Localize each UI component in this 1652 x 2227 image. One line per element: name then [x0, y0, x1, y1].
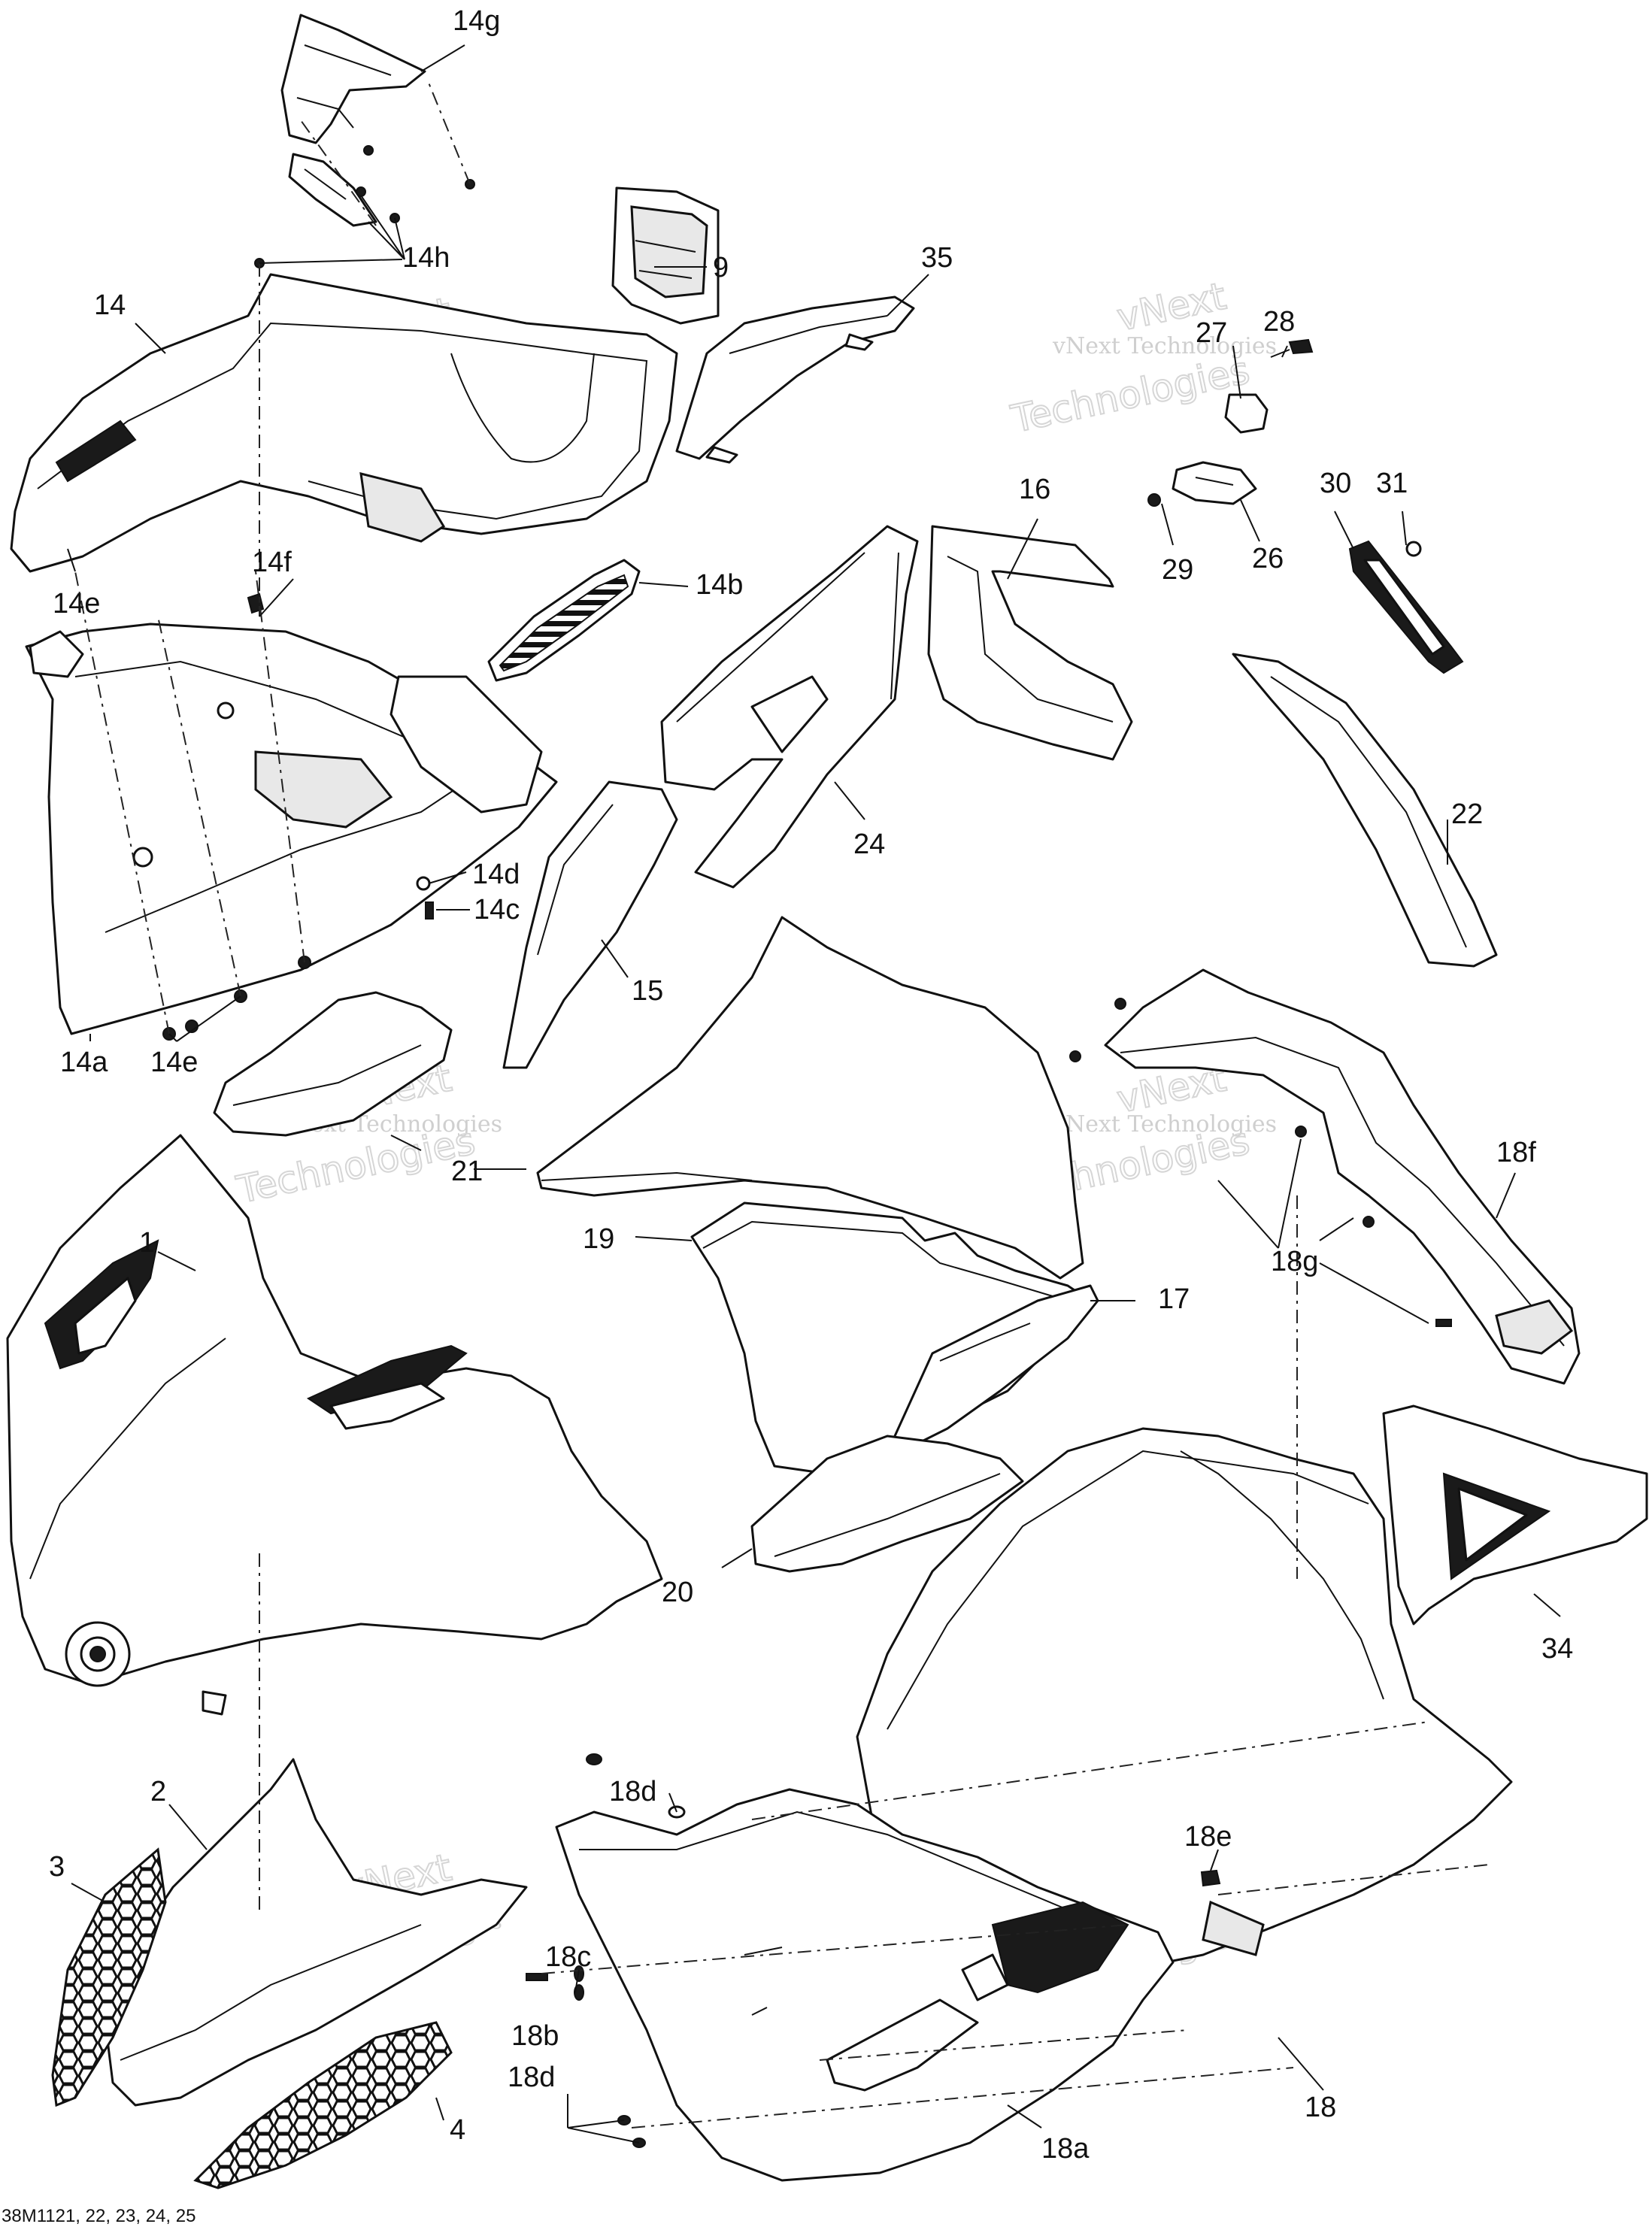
svg-text:vNext Technologies: vNext Technologies [1052, 333, 1277, 359]
label-22: 22 [1451, 798, 1483, 830]
label-3: 3 [49, 1851, 65, 1883]
part-9-light-housing [611, 186, 720, 325]
label-17: 17 [1158, 1283, 1190, 1315]
figure-reference-code: 38M1121, 22, 23, 24, 25 [2, 2206, 196, 2226]
part-20-inner-panel [750, 1435, 1024, 1573]
label-35: 35 [921, 242, 953, 274]
label-30: 30 [1320, 468, 1351, 499]
label-16: 16 [1019, 474, 1050, 505]
label-14e-bottom: 14e [150, 1047, 198, 1078]
label-18c: 18c [545, 1941, 591, 1973]
label-14c: 14c [474, 894, 520, 926]
part-21-large-fairing [536, 916, 1084, 1280]
leader-lines [67, 44, 1561, 2144]
label-18b: 18b [511, 2020, 559, 2052]
label-18: 18 [1305, 2092, 1336, 2123]
part-4-honeycomb-grille [193, 2021, 453, 2189]
label-18a: 18a [1041, 2133, 1090, 2165]
part-18f-side-deflector [1104, 968, 1581, 1385]
part-16-side-cover [927, 525, 1133, 761]
part-24-side-cover [660, 525, 919, 889]
part-2-lower-nose [104, 1758, 528, 2107]
label-21: 21 [451, 1156, 483, 1187]
alignment-dashed-lines [74, 82, 1490, 2129]
label-14f: 14f [252, 547, 292, 578]
part-23-bracket [213, 991, 453, 1137]
part-14b-vent-grille [487, 559, 641, 682]
part-14a-lower-dash [25, 623, 558, 1035]
label-18d-top: 18d [609, 1776, 656, 1807]
part-14g-top-cap [280, 14, 426, 227]
label-4: 4 [450, 2114, 465, 2146]
label-29: 29 [1162, 554, 1193, 586]
label-34: 34 [1541, 1633, 1573, 1665]
label-14g: 14g [453, 5, 500, 37]
part-22-side-strip [1232, 653, 1498, 968]
part-35-side-panel [675, 295, 915, 464]
label-14h: 14h [402, 242, 450, 274]
part-34-frame-bracket [1382, 1404, 1648, 1626]
label-20: 20 [662, 1577, 693, 1608]
label-31: 31 [1376, 468, 1408, 499]
label-14b: 14b [696, 569, 743, 601]
label-26: 26 [1252, 543, 1284, 574]
label-14a: 14a [60, 1047, 108, 1078]
label-18f: 18f [1496, 1137, 1536, 1168]
part-14-upper-panel [10, 273, 678, 573]
label-18g: 18g [1271, 1246, 1318, 1277]
parts-30-31-strap [1348, 540, 1464, 674]
label-27: 27 [1196, 317, 1227, 349]
screws-18g [1069, 998, 1452, 1327]
label-2: 2 [150, 1776, 166, 1807]
label-9: 9 [713, 252, 729, 283]
label-28: 28 [1263, 306, 1295, 338]
parts-26-27-28-29-clips [1147, 338, 1314, 507]
label-18e: 18e [1184, 1821, 1232, 1853]
part-1-nose-cone [6, 1134, 663, 1716]
label-15: 15 [632, 975, 663, 1007]
label-18d-bottom: 18d [508, 2062, 555, 2093]
fasteners-18b-18c-18d-18e [526, 1753, 1221, 2148]
label-19: 19 [583, 1223, 614, 1255]
callout-labels: 14g 14h 9 35 27 28 14 16 30 31 29 26 14f… [2, 5, 1573, 2226]
label-14: 14 [94, 289, 126, 321]
label-1: 1 [139, 1227, 155, 1259]
svg-text:vNext Technologies: vNext Technologies [1052, 1111, 1277, 1138]
part-3-honeycomb-grille [51, 1847, 167, 2107]
label-14e-top: 14e [53, 588, 100, 620]
part-15-side-panel [502, 780, 678, 1069]
label-14d: 14d [472, 859, 520, 890]
label-24: 24 [853, 829, 885, 860]
svg-text:Technologies: Technologies [1007, 348, 1253, 441]
part-18a-lower-panel [555, 1788, 1175, 2182]
